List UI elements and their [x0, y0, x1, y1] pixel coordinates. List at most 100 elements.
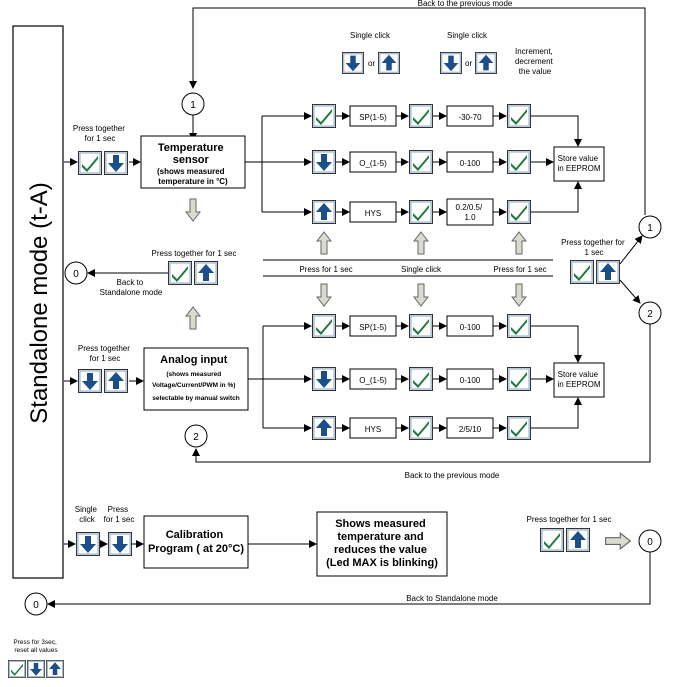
hollow-up-arrow — [316, 231, 332, 255]
down-key-icon — [76, 532, 100, 556]
store-eeprom-bottom — [553, 362, 605, 398]
up-key-icon — [566, 528, 590, 552]
connector-1-right — [638, 215, 662, 239]
down-key-icon — [27, 660, 45, 678]
down-key-icon — [312, 150, 336, 174]
connector-2-left — [184, 424, 208, 448]
set-key-icon — [409, 314, 433, 338]
connector-1-label: 1 — [190, 100, 196, 111]
set-key-icon — [168, 261, 192, 285]
range-o-bottom-label: 0-100 — [460, 376, 481, 385]
up-key-icon — [46, 660, 64, 678]
calib-single-label: Single click — [75, 505, 99, 524]
param-hys-top-label: HYS — [365, 209, 381, 218]
connector-0-right-label: 0 — [647, 537, 653, 548]
press-together-right-label: Press together for 1 sec — [561, 238, 627, 257]
side-title: Standalone mode (t-A) — [26, 182, 53, 423]
range-hys-top-label: 0.2/0.5/ 1.0 — [456, 203, 485, 222]
back-loop-mid — [192, 324, 651, 463]
set-key-icon — [409, 200, 433, 224]
press-1sec-right-label: Press for 1 sec — [493, 265, 546, 274]
set-key-icon — [507, 150, 531, 174]
press-together-label-a: Press together for 1 sec — [73, 124, 127, 143]
store-eeprom-top-text: Store value in EEPROM — [557, 154, 600, 173]
param-o-top-label: O_(1-5) — [359, 159, 387, 168]
up-key-icon — [312, 416, 336, 440]
analog-input-text: Analog input (shows measured Voltage/Cur… — [152, 350, 240, 402]
down-key-icon — [342, 52, 364, 74]
down-key-icon — [312, 367, 336, 391]
param-o-bottom-label: O_(1-5) — [359, 376, 387, 385]
back-standalone-bottom-label: Back to Standalone mode — [406, 594, 498, 603]
hollow-down-arrow — [185, 198, 201, 222]
single-click-mid-label: Single click — [401, 265, 442, 274]
param-sp-bottom-label: SP(1-5) — [359, 323, 387, 332]
hollow-down-arrow — [316, 283, 332, 307]
back-prev-top-label: Back to the previous mode — [418, 0, 513, 8]
store-eeprom-bottom-text: Store value in EEPROM — [557, 370, 600, 389]
calib-press-label: Press for 1 sec — [104, 505, 135, 524]
connector-0-mid — [64, 261, 88, 285]
set-key-icon — [507, 314, 531, 338]
single-click-label-2: Single click — [447, 31, 488, 40]
up-key-icon — [596, 260, 620, 284]
back-loop-top — [189, 7, 646, 215]
connector-0-bottom — [24, 592, 48, 616]
or-label-2: or — [465, 59, 472, 68]
up-key-icon — [194, 261, 218, 285]
reset-label: Press for 3sec, reset all values — [13, 639, 58, 654]
up-key-icon — [104, 369, 128, 393]
set-key-icon — [78, 151, 102, 175]
hollow-up-arrow — [185, 306, 201, 330]
incdec-label: Increment, decrement the value — [515, 47, 555, 76]
calibration-box — [143, 515, 249, 569]
press-together-label-c: Press together for 1 sec — [78, 344, 132, 363]
connector-2-right-label: 2 — [647, 309, 653, 320]
connector-2-left-label: 2 — [193, 432, 199, 443]
set-key-icon — [507, 200, 531, 224]
set-key-icon — [507, 416, 531, 440]
up-key-icon — [475, 52, 497, 74]
calibration-text: Calibration Program ( at 20°C) — [148, 529, 244, 555]
set-key-icon — [312, 314, 336, 338]
hollow-down-arrow — [511, 283, 527, 307]
up-key-icon — [378, 52, 400, 74]
down-key-icon — [78, 369, 102, 393]
back-loop-bottom — [47, 552, 651, 608]
temperature-sensor-box — [140, 135, 246, 189]
store-eeprom-top — [553, 146, 605, 182]
range-hys-bottom-label: 2/5/10 — [459, 425, 482, 434]
single-click-label-1: Single click — [350, 31, 391, 40]
back-prev-mid-label: Back to the previous mode — [405, 471, 500, 480]
set-key-icon — [312, 104, 336, 128]
down-key-icon — [108, 532, 132, 556]
set-key-icon — [409, 367, 433, 391]
param-hys-bottom-label: HYS — [365, 425, 381, 434]
hollow-up-arrow — [413, 231, 429, 255]
range-sp-bottom-label: 0-100 — [460, 323, 481, 332]
down-key-icon — [104, 151, 128, 175]
press-together-bottom-label: Press together for 1 sec — [527, 515, 612, 524]
down-key-icon — [440, 52, 462, 74]
set-key-icon — [570, 260, 594, 284]
analog-input-box — [143, 347, 249, 411]
back-to-standalone-label: Back to Standalone mode — [100, 278, 163, 297]
or-label-1: or — [368, 59, 375, 68]
param-sp-top-label: SP(1-5) — [359, 113, 387, 122]
hollow-down-arrow — [413, 283, 429, 307]
shows-measured-box — [316, 511, 448, 577]
press-1sec-left-label: Press for 1 sec — [299, 265, 352, 274]
set-key-icon — [409, 416, 433, 440]
set-key-icon — [409, 150, 433, 174]
temperature-sensor-text: Temperature sensor (shows measured tempe… — [157, 138, 229, 186]
shows-measured-text: Shows measured temperature and reduces t… — [326, 518, 438, 569]
up-key-icon — [312, 200, 336, 224]
set-key-icon — [409, 104, 433, 128]
hollow-up-arrow — [511, 231, 527, 255]
range-o-top-label: 0-100 — [460, 159, 481, 168]
set-key-icon — [507, 104, 531, 128]
set-key-icon — [507, 367, 531, 391]
connector-0-bottom-label: 0 — [33, 600, 39, 611]
set-key-icon — [540, 528, 564, 552]
